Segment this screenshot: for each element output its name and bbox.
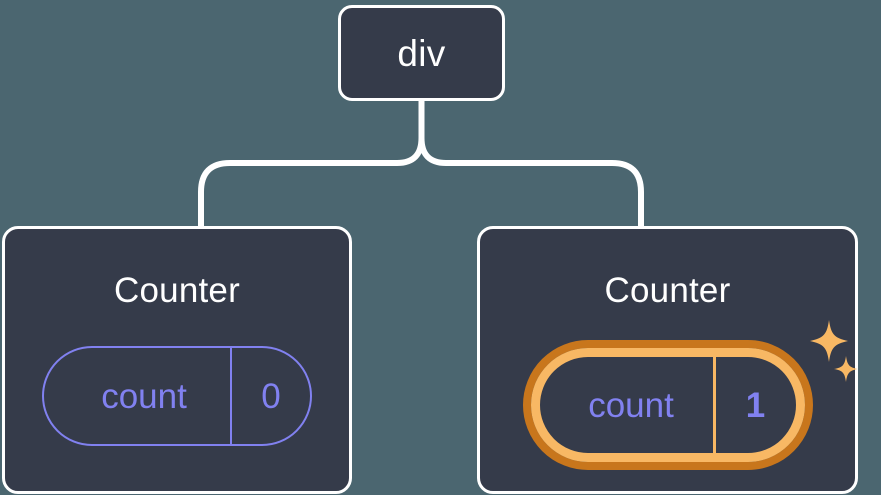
- state-highlight-ring-inner: count 1: [530, 348, 805, 462]
- state-pill-count-1[interactable]: count 1: [540, 357, 796, 453]
- root-node-label: div: [397, 32, 446, 74]
- state-key-label: count: [588, 385, 674, 425]
- counter-left-label: Counter: [114, 271, 240, 310]
- tree-node-counter-right[interactable]: Counter count 1: [477, 226, 858, 494]
- state-pill-count-0[interactable]: count 0: [42, 346, 312, 446]
- state-value-label: 0: [230, 348, 310, 444]
- state-value-label: 1: [712, 357, 796, 453]
- counter-left-state-wrap: count 0: [42, 346, 312, 446]
- tree-node-counter-left[interactable]: Counter count 0: [2, 226, 352, 494]
- sparkle-group: [801, 318, 871, 396]
- tree-node-root[interactable]: div: [338, 5, 505, 101]
- sparkle-small-icon: [833, 356, 858, 382]
- sparkle-large-icon: [809, 320, 848, 362]
- state-key-label: count: [101, 376, 187, 416]
- counter-right-label: Counter: [604, 271, 731, 310]
- counter-right-state-wrap: count 1: [522, 320, 858, 470]
- state-highlight-ring-outer: count 1: [522, 340, 813, 470]
